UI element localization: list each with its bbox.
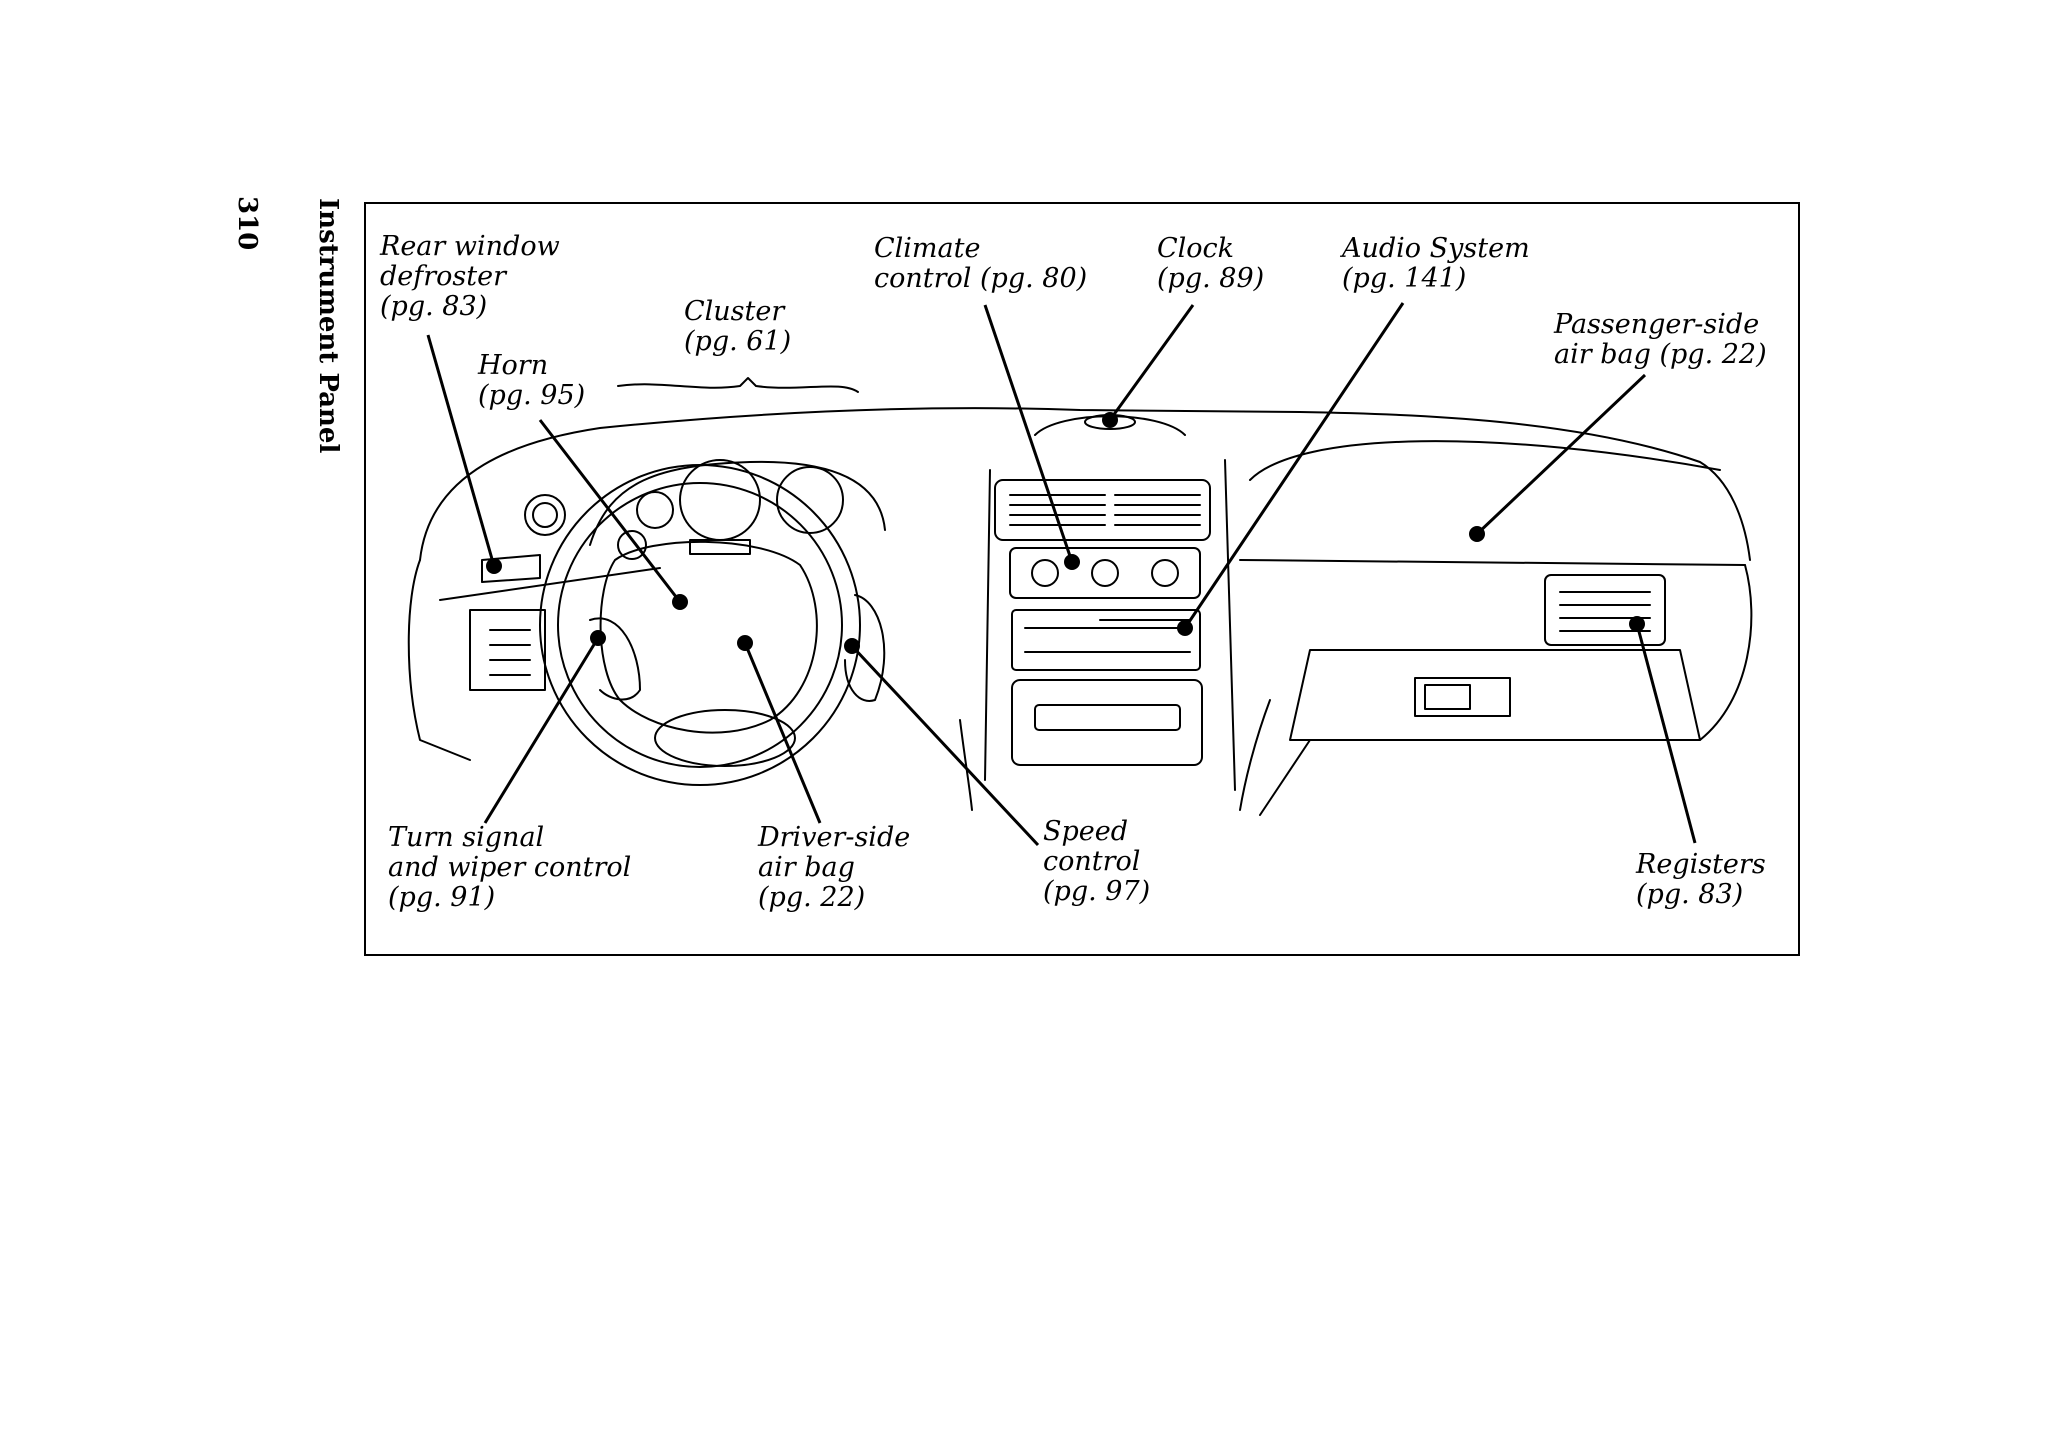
callout-line: (pg. 141)	[1342, 263, 1467, 294]
odometer	[689, 539, 751, 555]
callout-line: (pg. 61)	[684, 326, 792, 357]
steering-wheel-inner	[557, 482, 843, 768]
callout-line: control (pg. 80)	[874, 263, 1088, 294]
leader-climate-control	[983, 304, 1080, 570]
callout-line: air bag (pg. 22)	[1554, 339, 1767, 370]
callout-clock: Clock(pg. 89)	[1157, 234, 1264, 294]
callout-line: (pg. 22)	[758, 882, 866, 913]
callout-line: Cluster	[684, 296, 785, 327]
leader-passenger-side-air-bag	[1469, 373, 1647, 542]
left-gauge	[524, 494, 566, 536]
callout-line: defroster	[380, 261, 507, 292]
cluster-brace	[617, 377, 859, 393]
diagram-frame	[364, 202, 1800, 956]
wheel-lower-spoke	[654, 709, 796, 767]
leader-horn	[538, 419, 688, 610]
callout-line: Passenger-side	[1554, 309, 1760, 340]
temp-gauge	[617, 530, 647, 560]
leader-driver-side-air-bag	[737, 635, 822, 824]
leader-turn-signal-wiper	[483, 630, 606, 824]
callout-line: Climate	[874, 233, 981, 264]
callout-line: (pg. 89)	[1157, 263, 1265, 294]
dash-left-lower	[469, 609, 546, 691]
cluster-hood	[589, 460, 886, 546]
dash-left-end	[407, 559, 471, 761]
callout-line: Registers	[1636, 849, 1766, 880]
right-register	[1544, 574, 1666, 646]
left-spoke-buttons	[589, 617, 641, 701]
leader-registers	[1629, 616, 1697, 844]
callout-line: (pg. 97)	[1043, 876, 1151, 907]
climate-knob-1	[1031, 559, 1059, 587]
callout-horn: Horn(pg. 95)	[478, 351, 585, 411]
callout-line: Speed	[1043, 816, 1129, 847]
callout-cluster: Cluster(pg. 61)	[684, 297, 791, 357]
climate-panel	[1009, 547, 1201, 599]
wheel-hub	[599, 540, 818, 734]
callout-line: Horn	[478, 350, 549, 381]
cassette-bin	[1011, 679, 1203, 766]
dash-top-outline	[419, 407, 1751, 561]
callout-line: air bag	[758, 852, 855, 883]
radio-unit	[1011, 609, 1201, 671]
leader-speed-control	[844, 638, 1040, 847]
callout-line: control	[1043, 846, 1141, 877]
center-stack-left	[984, 469, 991, 781]
callout-line: Audio System	[1342, 233, 1530, 264]
passenger-dash	[1249, 440, 1721, 481]
center-stack-right	[1224, 459, 1236, 791]
right-spoke-buttons	[844, 594, 886, 702]
dash-upper-line	[439, 567, 661, 601]
center-vents	[994, 479, 1211, 541]
tachometer	[679, 459, 761, 541]
dash-right-line	[1239, 559, 1746, 566]
callout-line: and wiper control	[388, 852, 632, 883]
speedometer	[776, 466, 844, 534]
callout-line: Driver-side	[758, 822, 911, 853]
callout-registers: Registers(pg. 83)	[1636, 850, 1766, 910]
glove-latch	[1414, 677, 1511, 717]
dash-right-end	[1699, 564, 1753, 741]
leader-clock	[1102, 304, 1195, 428]
steering-wheel-outer	[539, 464, 861, 786]
callout-audio-system: Audio System(pg. 141)	[1342, 234, 1530, 294]
climate-knob-2	[1091, 559, 1119, 587]
leader-rear-window-defroster	[426, 334, 502, 574]
glove-box	[1289, 649, 1701, 741]
callout-line: (pg. 91)	[388, 882, 496, 913]
callout-line: Rear window	[380, 231, 560, 262]
climate-knob-3	[1151, 559, 1179, 587]
callout-line: Turn signal	[388, 822, 545, 853]
callout-line: (pg. 83)	[1636, 879, 1744, 910]
defroster-switch	[481, 554, 541, 583]
callout-line: (pg. 95)	[478, 380, 586, 411]
callout-line: Clock	[1157, 233, 1235, 264]
callout-line: (pg. 83)	[380, 291, 488, 322]
fuel-gauge	[636, 491, 674, 529]
leader-audio-system	[1177, 302, 1405, 636]
